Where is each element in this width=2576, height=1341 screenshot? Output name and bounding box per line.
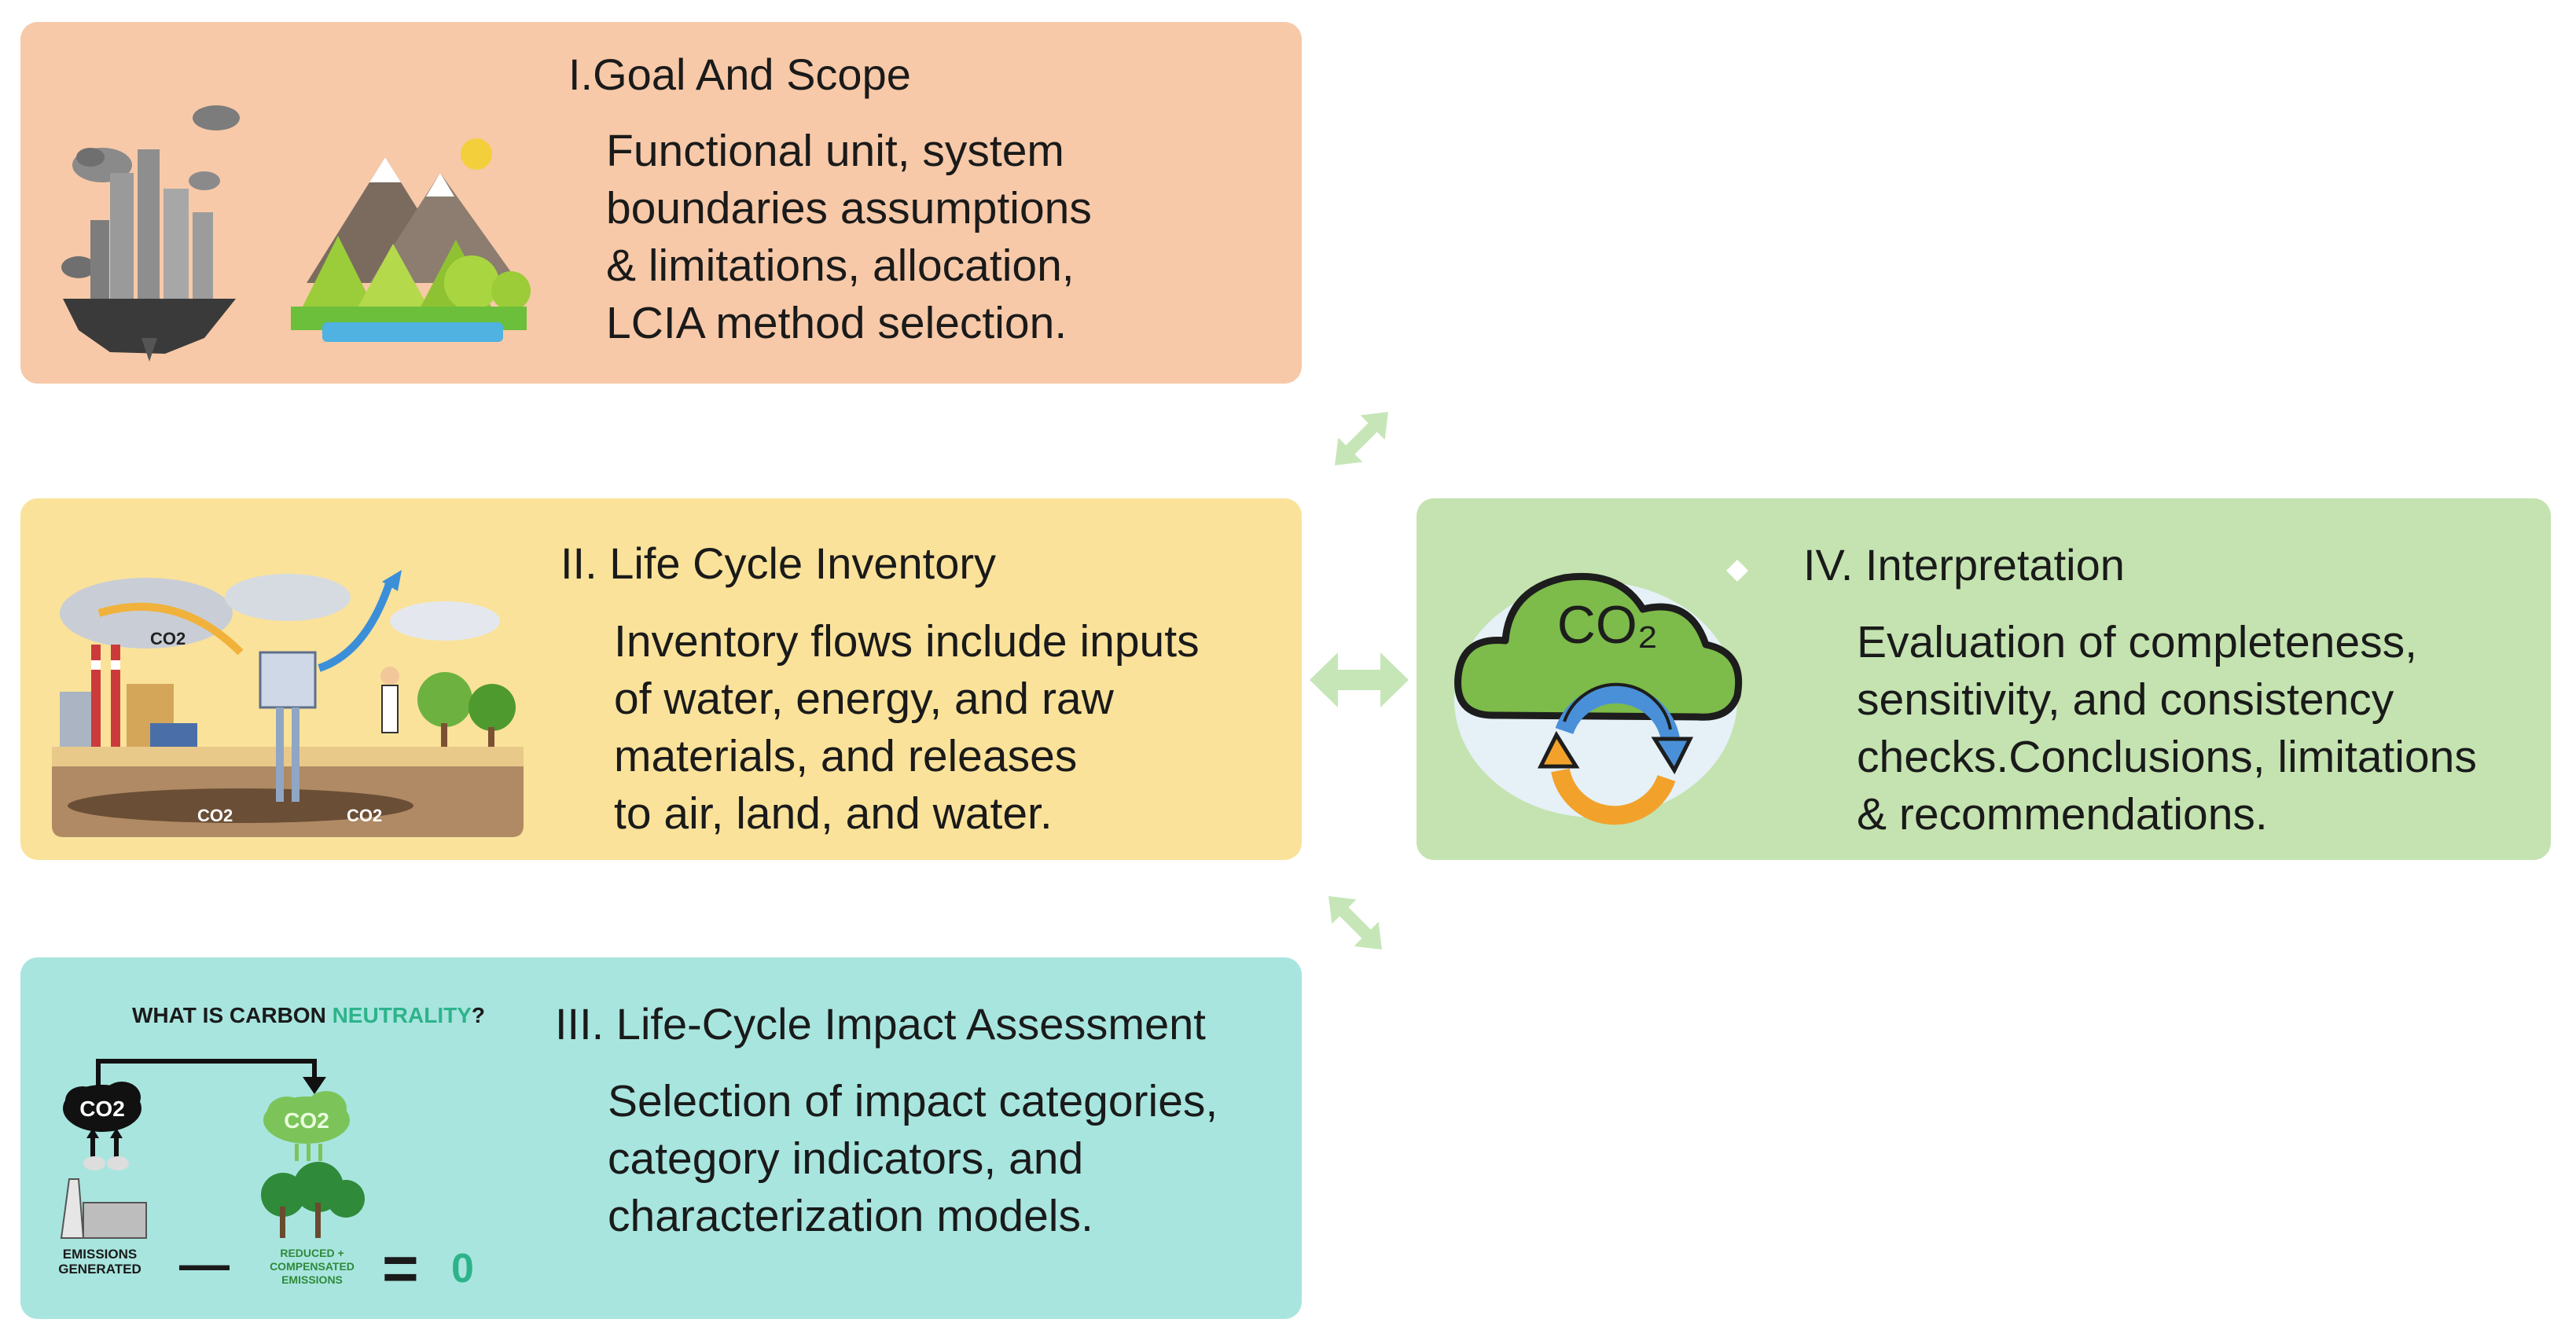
co2-green-cloud-label: CO2 (284, 1108, 329, 1133)
co2-air-label: CO2 (150, 629, 186, 648)
double-arrow-icon (1310, 652, 1409, 707)
impact-card (20, 957, 1302, 1319)
carbon-neutrality-question: WHAT IS CARBON NEUTRALITY? (132, 1003, 485, 1028)
co2-cloud-cycle-icon: CO₂ (1454, 560, 1748, 825)
reduced-emissions-label: REDUCED + COMPENSATED EMISSIONS (270, 1247, 355, 1286)
co2-cloud-label: CO₂ (1557, 595, 1658, 655)
carbon-neutrality-icon: CO2 CO2 (60, 1059, 365, 1239)
equals-sign: = (382, 1233, 419, 1303)
city-pollution-icon (61, 105, 240, 362)
minus-sign: — (179, 1236, 230, 1292)
impact-title: III. Life-Cycle Impact Assessment (555, 999, 1206, 1049)
carbon-capture-scene-icon: CO2 CO2 CO2 (52, 570, 524, 837)
question-highlight: NEUTRALITY (332, 1003, 472, 1027)
double-arrow-icon (1335, 412, 1388, 465)
emissions-generated-label: EMISSIONS GENERATED (58, 1247, 141, 1277)
co2-underground-left-label: CO2 (197, 806, 233, 825)
co2-black-cloud-label: CO2 (79, 1097, 125, 1121)
impact-body: Selection of impact categories, category… (608, 1076, 1218, 1241)
inventory-body: Inventory flows include inputs of water,… (614, 616, 1200, 839)
question-prefix: WHAT IS CARBON (132, 1003, 333, 1027)
mountain-landscape-icon (291, 138, 531, 342)
goal-scope-title: I.Goal And Scope (568, 50, 911, 99)
zero-result: 0 (451, 1246, 474, 1291)
interpretation-title: IV. Interpretation (1803, 540, 2125, 590)
question-suffix: ? (471, 1003, 486, 1027)
goal-scope-card (20, 22, 1302, 384)
double-arrow-icon (1328, 896, 1382, 950)
inventory-title: II. Life Cycle Inventory (560, 538, 997, 588)
goal-scope-body: Functional unit, system boundaries assum… (606, 126, 1092, 348)
co2-underground-right-label: CO2 (347, 806, 382, 825)
interpretation-body: Evaluation of completeness, sensitivity,… (1857, 617, 2477, 840)
